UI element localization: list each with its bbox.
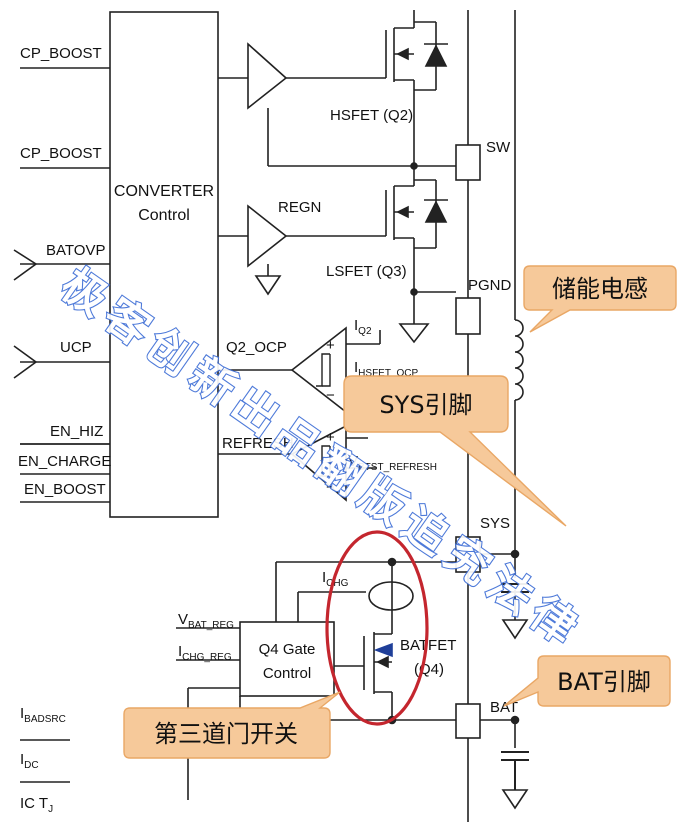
comp2-plus: + xyxy=(326,429,335,446)
callout-inductor: 储能电感 xyxy=(523,265,677,333)
ground-sys-cap xyxy=(501,619,529,640)
solid-marks xyxy=(373,43,520,725)
label-regn: REGN xyxy=(278,199,321,216)
comp1-plus: + xyxy=(326,337,335,354)
label-en-hiz: EN_HIZ xyxy=(50,423,103,440)
callout-sys: SYS引脚 xyxy=(343,375,567,527)
converter-control-block xyxy=(109,11,219,518)
signal-labels: CP_BOOST CP_BOOST BATOVP UCP EN_HIZ EN_C… xyxy=(18,45,518,815)
node-sw xyxy=(410,162,418,170)
hysteresis-glyphs xyxy=(316,353,331,477)
lsfet-body-diode xyxy=(424,200,448,223)
label-ichg: ICHG xyxy=(322,569,349,589)
batfet-pointer-arrow xyxy=(373,642,393,658)
label-ichg-reg: ICHG_REG xyxy=(178,643,232,663)
ground-bat-cap xyxy=(501,789,529,810)
q4-title: Q4 Gate xyxy=(259,641,316,658)
label-refresh: REFRESH xyxy=(222,435,294,452)
batfet-highlight-ellipse xyxy=(325,530,429,726)
q4-gate-control-block xyxy=(239,621,335,697)
label-ucp: UCP xyxy=(60,339,92,356)
label-vbat-reg: VBAT_REG xyxy=(178,611,234,631)
callout-bat-text: BAT引脚 xyxy=(557,668,651,696)
converter-title: CONVERTER xyxy=(114,183,214,200)
pin-label-sys: SYS xyxy=(480,515,510,532)
ground-regn xyxy=(254,275,282,296)
callout-third-switch-text: 第三道门开关 xyxy=(154,720,298,748)
pin-sys-box xyxy=(455,536,481,573)
pin-pgnd-box xyxy=(455,297,481,335)
label-vbtst-refresh: VBTST_REFRESH xyxy=(348,453,437,473)
label-cp-boost-1: CP_BOOST xyxy=(20,45,102,62)
q4-subtitle: Control xyxy=(263,665,311,682)
label-batovp: BATOVP xyxy=(46,242,105,259)
label-ic-tj: IC TJ xyxy=(20,795,53,815)
label-hsfet: HSFET (Q2) xyxy=(330,107,413,124)
ground-symbols xyxy=(254,275,529,810)
label-ihsfet-ocp: IHSFET_OCP xyxy=(354,359,419,379)
inductor-symbol xyxy=(514,319,524,401)
pin-bat-box xyxy=(455,703,481,739)
pin-sw-box xyxy=(455,144,481,181)
callout-third-switch: 第三道门开关 xyxy=(123,691,341,759)
pin-boxes xyxy=(455,144,481,739)
hsfet-body-diode xyxy=(424,44,448,67)
pin-label-pgnd: PGND xyxy=(468,277,512,294)
ground-pgnd xyxy=(398,323,430,344)
callout-bat: BAT引脚 xyxy=(503,655,671,707)
comp2-minus: − xyxy=(326,479,335,496)
callout-sys-text: SYS引脚 xyxy=(379,391,472,419)
watermark: 极客创新出品翻版追究法律 xyxy=(51,258,594,660)
label-batfet-q4: (Q4) xyxy=(414,661,444,678)
callout-inductor-text: 储能电感 xyxy=(552,275,648,303)
capacitors xyxy=(501,583,529,790)
label-q2-ocp: Q2_OCP xyxy=(226,339,287,356)
label-lsfet: LSFET (Q3) xyxy=(326,263,407,280)
label-en-charge: EN_CHARGE xyxy=(18,453,111,470)
pin-label-sw: SW xyxy=(486,139,511,156)
label-batfet: BATFET xyxy=(400,637,456,654)
label-cp-boost-2: CP_BOOST xyxy=(20,145,102,162)
label-iq2: IQ2 xyxy=(354,317,372,337)
comp1-minus: − xyxy=(326,387,335,404)
watermark-text: 极客创新出品翻版追究法律 xyxy=(52,259,592,659)
label-ibadsrc: IBADSRC xyxy=(20,705,66,725)
converter-subtitle: Control xyxy=(138,207,190,224)
label-en-boost: EN_BOOST xyxy=(24,481,106,498)
label-idc: IDC xyxy=(20,751,39,771)
